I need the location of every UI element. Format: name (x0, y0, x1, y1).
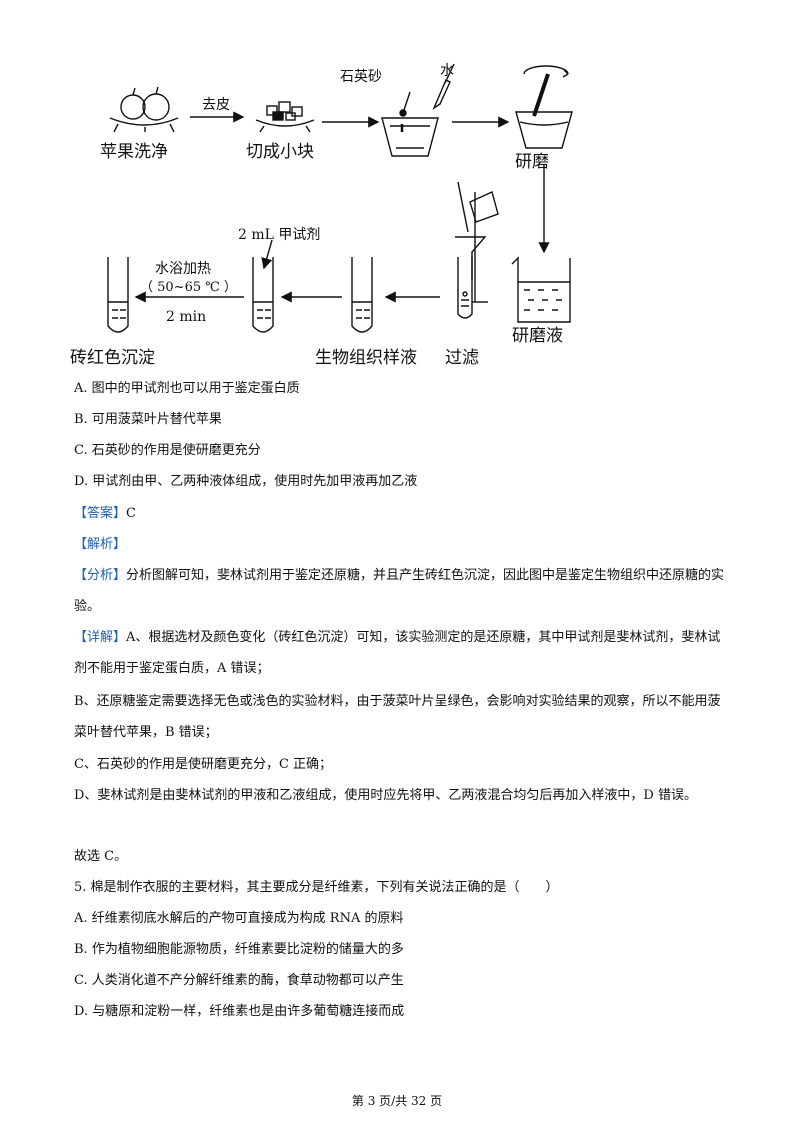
detail-c-paragraph: C、石英砂的作用是使研磨更充分，C 正确； (74, 757, 333, 772)
conclusion: 故选 C。 (74, 849, 128, 864)
page-footer: 第 3 页/共 32 页 (351, 1094, 443, 1108)
detail-a-text: A、根据选材及颜色变化（砖红色沉淀）可知，该实验测定的是还原糖，其中甲试剂是斐林… (74, 630, 721, 676)
q5-option-c: C. 人类消化道不产分解纤维素的酶，食草动物都可以产生 (74, 973, 404, 988)
label-filter: 过滤 (445, 348, 479, 368)
label-peel: 去皮 (202, 97, 230, 113)
apple-tray-icon (109, 86, 179, 133)
label-sample: 生物组织样液 (315, 348, 417, 368)
label-cut: 切成小块 (246, 142, 314, 162)
reagent-tube-icon (252, 239, 274, 333)
q4-option-a: A. 图中的甲试剂也可以用于鉴定蛋白质 (74, 381, 300, 396)
q4-option-c: C. 石英砂的作用是使研磨更充分 (74, 443, 261, 458)
pestle-mortar-icon (515, 65, 573, 149)
experiment-figure: 苹果洗净 去皮 切成小块 石英砂 水 研磨 研磨液 过滤 生物组织样液 2 mL… (60, 52, 620, 372)
q5-option-d: D. 与糖原和淀粉一样，纤维素也是由许多葡萄糖连接而成 (74, 1004, 405, 1019)
q4-answer: 【答案】C (74, 505, 734, 523)
fenxi-paragraph: 【分析】分析图解可知，斐林试剂用于鉴定还原糖，并且产生砖红色沉淀，因此图中是鉴定… (74, 560, 729, 622)
detail-d-paragraph: D、斐林试剂是由斐林试剂的甲液和乙液组成，使用时应先将甲、乙两液混合均匀后再加入… (74, 788, 697, 803)
mortar-icon (381, 63, 455, 157)
analysis-tag: 【解析】 (74, 537, 127, 552)
fenxi-tag: 【分析】 (74, 568, 127, 583)
label-bath-time: 2 min (166, 309, 207, 325)
filter-icon (455, 181, 499, 319)
label-water: 水 (440, 63, 454, 79)
fenxi-text: 分析图解可知，斐林试剂用于鉴定还原糖，并且产生砖红色沉淀，因此图中是鉴定生物组织… (74, 568, 725, 614)
q5-stem: 5. 棉是制作衣服的主要材料，其主要成分是纤维素，下列有关说法正确的是（ ） (74, 880, 559, 895)
answer-value: C (126, 506, 136, 521)
q5-option-a: A. 纤维素彻底水解后的产物可直接成为构成 RNA 的原料 (74, 911, 404, 926)
detail-b-paragraph: B、还原糖鉴定需要选择无色或浅色的实验材料，由于菠菜叶片呈绿色，会影响对实验结果… (74, 694, 721, 740)
sample-tube-icon (351, 257, 373, 333)
detail-tag: 【详解】 (74, 630, 127, 645)
label-grind: 研磨 (515, 152, 549, 172)
label-result: 砖红色沉淀 (70, 348, 155, 368)
answer-tag: 【答案】 (74, 506, 127, 521)
detail-a-paragraph: 【详解】A、根据选材及颜色变化（砖红色沉淀）可知，该实验测定的是还原糖，其中甲试… (74, 622, 729, 684)
label-apple: 苹果洗净 (100, 142, 168, 162)
q4-option-d: D. 甲试剂由甲、乙两种液体组成，使用时先加甲液再加乙液 (74, 474, 418, 489)
result-tube-icon (107, 257, 129, 333)
label-quartz: 石英砂 (340, 69, 382, 85)
label-grind-liquid: 研磨液 (512, 326, 563, 346)
label-reagent: 2 mL 甲试剂 (238, 227, 321, 243)
label-bath: 水浴加热 (155, 261, 211, 277)
q5-option-b: B. 作为植物细胞能源物质，纤维素要比淀粉的储量大的多 (74, 942, 404, 957)
q4-option-b: B. 可用菠菜叶片替代苹果 (74, 412, 222, 427)
label-bath-temp: （ 50~65 ℃ ） (140, 280, 237, 295)
experiment-diagram (107, 63, 573, 333)
beaker-icon (511, 256, 571, 323)
cut-pieces-icon (255, 101, 315, 133)
